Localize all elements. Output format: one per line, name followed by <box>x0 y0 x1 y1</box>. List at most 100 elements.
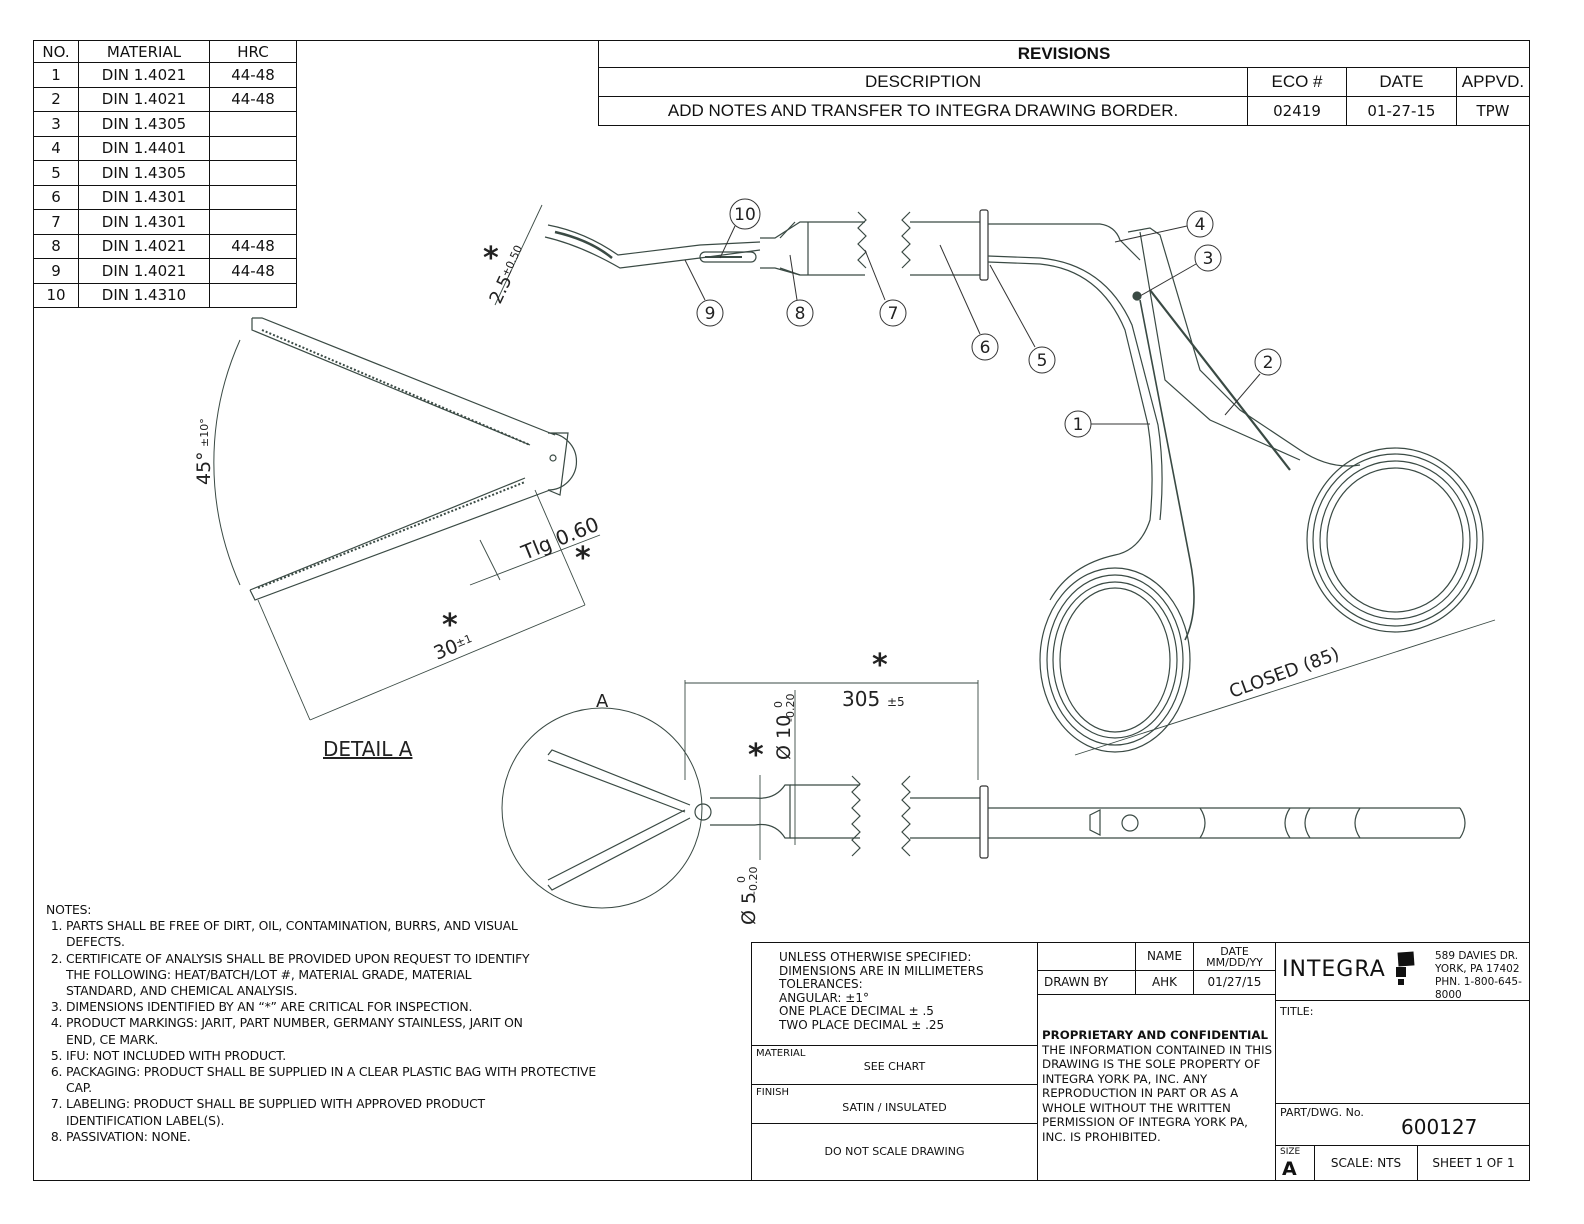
tolerances-block: UNLESS OTHERWISE SPECIFIED:DIMENSIONS AR… <box>751 942 1038 1046</box>
name-header: NAME <box>1135 942 1194 971</box>
balloon-label-5: 5 <box>1037 351 1048 371</box>
instrument-tip-view <box>544 209 1361 641</box>
material-block: MATERIAL SEE CHART <box>751 1045 1038 1085</box>
title-field: TITLE: <box>1275 1000 1530 1104</box>
material-cell-hrc <box>209 184 297 210</box>
shaft-length-tol: ±5 <box>887 695 905 709</box>
tolerance-line: TWO PLACE DECIMAL ± .25 <box>779 1017 945 1032</box>
company-logo: INTEGRA <box>1282 957 1386 982</box>
material-cell-no: 8 <box>33 233 79 259</box>
jaw-angle-dim: 45° <box>193 451 215 485</box>
balloon-2 <box>1224 348 1282 416</box>
material-cell-material: DIN 1.4021 <box>78 86 210 112</box>
sheet-field: SHEET 1 OF 1 <box>1417 1145 1530 1181</box>
material-cell-no: 10 <box>33 282 79 308</box>
do-not-scale-note: DO NOT SCALE DRAWING <box>824 1145 965 1158</box>
detail-a-label: DETAIL A <box>323 737 413 761</box>
finger-rings <box>1039 447 1484 753</box>
material-cell-material: DIN 1.4310 <box>78 282 210 308</box>
note-item: LABELING: PRODUCT SHALL BE SUPPLIED WITH… <box>66 1096 536 1128</box>
material-cell-hrc: 44-48 <box>209 233 297 259</box>
critical-mark-length: * <box>872 648 888 683</box>
material-value: SEE CHART <box>863 1060 926 1073</box>
notes-list: PARTS SHALL BE FREE OF DIRT, OIL, CONTAM… <box>46 918 606 1145</box>
size-label: SIZE <box>1280 1147 1301 1157</box>
finish-block: FINISH SATIN / INSULATED <box>751 1084 1038 1124</box>
balloon-label-10: 10 <box>734 205 756 225</box>
proprietary-text: THE INFORMATION CONTAINED IN THIS DRAWIN… <box>1042 1042 1273 1144</box>
neck-dia-dim: Ø 5 <box>738 892 760 925</box>
address-line: PHN. 1-800-645-8000 <box>1435 976 1522 1001</box>
tolerance-line: UNLESS OTHERWISE SPECIFIED: <box>779 950 972 964</box>
material-label: MATERIAL <box>756 1048 806 1059</box>
balloon-6 <box>939 244 999 361</box>
closed-length-dim: CLOSED (85) <box>1227 643 1343 702</box>
notes-section: NOTES: PARTS SHALL BE FREE OF DIRT, OIL,… <box>46 902 606 1145</box>
part-number-value: 600127 <box>1401 1115 1478 1139</box>
detail-a-jaws <box>213 317 601 721</box>
drawn-by-date: 01/27/15 <box>1193 970 1276 995</box>
material-cell-material: DIN 1.4301 <box>78 184 210 210</box>
note-item: PACKAGING: PRODUCT SHALL BE SUPPLIED IN … <box>66 1064 606 1096</box>
rev-eco: 02419 <box>1247 96 1347 126</box>
note-item: PARTS SHALL BE FREE OF DIRT, OIL, CONTAM… <box>66 918 536 950</box>
balloon-7 <box>864 249 907 327</box>
shaft-dia-tol-upper: 0 <box>772 701 785 708</box>
finish-value: SATIN / INSULATED <box>842 1101 947 1114</box>
note-item: IFU: NOT INCLUDED WITH PRODUCT. <box>66 1048 536 1064</box>
balloon-label-1: 1 <box>1073 415 1084 435</box>
material-cell-material: DIN 1.4401 <box>78 135 210 161</box>
title-label: TITLE: <box>1280 1005 1314 1018</box>
material-cell-hrc <box>209 135 297 161</box>
balloon-label-8: 8 <box>795 304 806 324</box>
part-number-label: PART/DWG. No. <box>1280 1106 1364 1119</box>
part-number-block: PART/DWG. No. 600127 <box>1275 1103 1530 1146</box>
date-format-label: MM/DD/YY <box>1206 956 1263 969</box>
rev-approved: TPW <box>1455 96 1531 126</box>
drawn-by-label: DRAWN BY <box>1037 970 1136 995</box>
note-item: CERTIFICATE OF ANALYSIS SHALL BE PROVIDE… <box>66 951 536 1000</box>
address-line: 589 DAVIES DR. <box>1435 950 1519 962</box>
scale-warning-block: DO NOT SCALE DRAWING <box>751 1123 1038 1181</box>
balloon-label-3: 3 <box>1203 249 1214 269</box>
header-material: MATERIAL <box>78 40 210 63</box>
instrument-side-view <box>494 204 1496 909</box>
proprietary-title: PROPRIETARY AND CONFIDENTIAL <box>1042 1028 1269 1042</box>
tip-width-dim: 2.5 <box>485 272 516 307</box>
balloon-label-4: 4 <box>1195 215 1206 235</box>
note-item: PRODUCT MARKINGS: JARIT, PART NUMBER, GE… <box>66 1015 536 1047</box>
balloon-3 <box>1139 244 1222 297</box>
neck-dia-tol-lower: -0.20 <box>747 867 760 895</box>
balloon-9 <box>684 259 724 327</box>
material-cell-hrc: 44-48 <box>209 86 297 112</box>
critical-mark-jaw: * <box>442 608 458 643</box>
critical-mark-dia: * <box>748 738 764 773</box>
header-no: NO. <box>33 40 79 63</box>
material-cell-no: 1 <box>33 62 79 88</box>
material-cell-material: DIN 1.4021 <box>78 62 210 88</box>
size-block: SIZE A <box>1275 1145 1315 1181</box>
material-cell-material: DIN 1.4305 <box>78 111 210 137</box>
date-header: DATE MM/DD/YY <box>1193 942 1276 971</box>
shaft-length-dim: 305 <box>842 687 880 711</box>
title-block: UNLESS OTHERWISE SPECIFIED:DIMENSIONS AR… <box>751 942 1530 1181</box>
neck-dia-tol-upper: 0 <box>735 876 748 883</box>
part-balloons <box>684 198 1282 438</box>
size-value: A <box>1282 1158 1297 1180</box>
detail-a-callout: A <box>596 691 609 712</box>
tolerance-line: ANGULAR: ±1° <box>779 990 869 1005</box>
balloon-label-7: 7 <box>888 304 899 324</box>
address-line: YORK, PA 17402 <box>1435 963 1520 975</box>
proprietary-block: PROPRIETARY AND CONFIDENTIAL THE INFORMA… <box>1037 994 1276 1181</box>
tolerance-line: ONE PLACE DECIMAL ± .5 <box>779 1004 934 1018</box>
header-hrc: HRC <box>209 40 297 63</box>
